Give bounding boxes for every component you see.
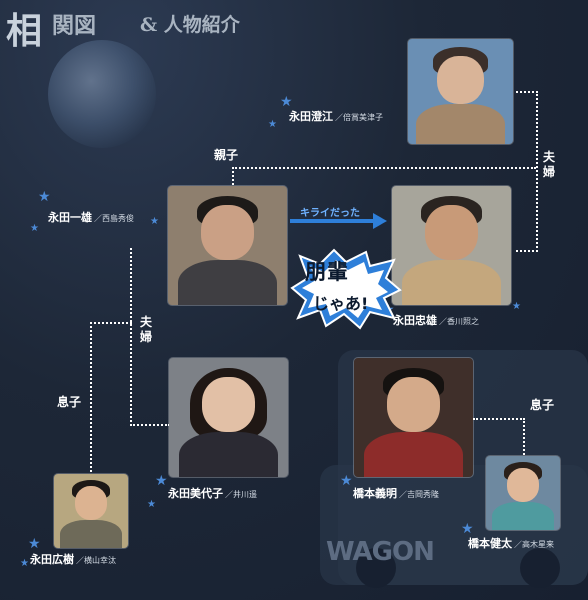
wagon-wheel bbox=[356, 548, 396, 588]
name-text: 永田一雄 bbox=[48, 211, 92, 224]
fuufu-line-right bbox=[516, 91, 538, 252]
star-icon: ★ bbox=[38, 189, 51, 205]
arrow-shaft bbox=[290, 219, 375, 223]
name-text: 永田美代子 bbox=[168, 487, 223, 500]
name-text: 永田広樹 bbox=[30, 553, 74, 566]
relation-fuufu-left-char1: 夫 bbox=[140, 315, 153, 329]
photo-miyoko bbox=[169, 358, 288, 477]
label-yoshiaki: 橋本義明／吉岡秀隆 bbox=[353, 487, 439, 500]
star-icon: ★ bbox=[30, 223, 39, 234]
name-text: 永田澄江 bbox=[289, 110, 333, 123]
relation-fuufu-right: 夫 婦 bbox=[543, 150, 555, 180]
star-icon: ★ bbox=[340, 473, 353, 489]
star-icon: ★ bbox=[461, 521, 474, 537]
label-kazuo: 永田一雄／西島秀俊 bbox=[48, 211, 134, 224]
star-icon: ★ bbox=[268, 119, 277, 130]
photo-tadao bbox=[392, 186, 511, 305]
oyako-line bbox=[232, 167, 536, 189]
musuko-line-right bbox=[473, 418, 525, 458]
burst-text-line2: じゃあ! bbox=[313, 294, 369, 313]
label-miyoko: 永田美代子／井川遥 bbox=[168, 487, 257, 500]
photo-yoshiaki bbox=[354, 358, 473, 477]
musuko-line-left bbox=[90, 322, 132, 476]
label-sumie: 永田澄江／倍賞美津子 bbox=[289, 110, 383, 123]
star-icon: ★ bbox=[20, 558, 29, 569]
title-kanji: 相 bbox=[6, 10, 44, 52]
relation-oyako: 親子 bbox=[214, 148, 239, 162]
fuufu-line-left bbox=[130, 248, 170, 426]
star-icon: ★ bbox=[147, 499, 156, 510]
title-subtitle: & 人物紹介 bbox=[140, 14, 240, 36]
relation-musuko-right: 息子 bbox=[530, 398, 555, 412]
relation-fuufu-left-char2: 婦 bbox=[140, 330, 153, 344]
star-icon: ★ bbox=[150, 216, 159, 227]
label-tadao: 永田忠雄／香川照之 bbox=[393, 314, 479, 327]
arrow-right-icon bbox=[373, 213, 387, 229]
star-icon: ★ bbox=[280, 94, 293, 110]
photo-kazuo bbox=[168, 186, 287, 305]
actor-text: 倍賞美津子 bbox=[343, 113, 383, 122]
label-kenta: 橋本健太／高木星来 bbox=[468, 537, 554, 550]
name-text: 橋本健太 bbox=[468, 537, 512, 550]
label-hiroki: 永田広樹／横山幸汰 bbox=[30, 553, 116, 566]
burst-text-line1: 朋輩 bbox=[305, 260, 349, 284]
relation-fuufu-left: 夫 婦 bbox=[140, 315, 152, 345]
relation-kirai: キライだった bbox=[300, 208, 360, 219]
relation-fuufu-right-char1: 夫 bbox=[543, 150, 556, 164]
photo-sumie bbox=[408, 39, 513, 144]
title-kanji-rest: 関図 bbox=[52, 13, 97, 39]
actor-text: 高木星来 bbox=[522, 540, 554, 549]
star-icon: ★ bbox=[155, 473, 168, 489]
name-text: 橋本義明 bbox=[353, 487, 397, 500]
actor-text: 井川遥 bbox=[233, 490, 257, 499]
wagon-label: WAGON bbox=[326, 537, 435, 567]
actor-text: 横山幸汰 bbox=[84, 556, 116, 565]
actor-text: 吉岡秀隆 bbox=[407, 490, 439, 499]
star-icon: ★ bbox=[28, 536, 41, 552]
relation-fuufu-right-char2: 婦 bbox=[543, 165, 556, 179]
speech-burst bbox=[290, 248, 402, 330]
actor-text: 西島秀俊 bbox=[102, 214, 134, 223]
relation-musuko-left: 息子 bbox=[57, 395, 82, 409]
wagon-wheel bbox=[520, 548, 560, 588]
actor-text: 香川照之 bbox=[447, 317, 479, 326]
photo-hiroki bbox=[54, 474, 128, 548]
name-text: 永田忠雄 bbox=[393, 314, 437, 327]
star-icon: ★ bbox=[512, 301, 521, 312]
moon-illustration bbox=[48, 40, 156, 148]
photo-kenta bbox=[486, 456, 560, 530]
